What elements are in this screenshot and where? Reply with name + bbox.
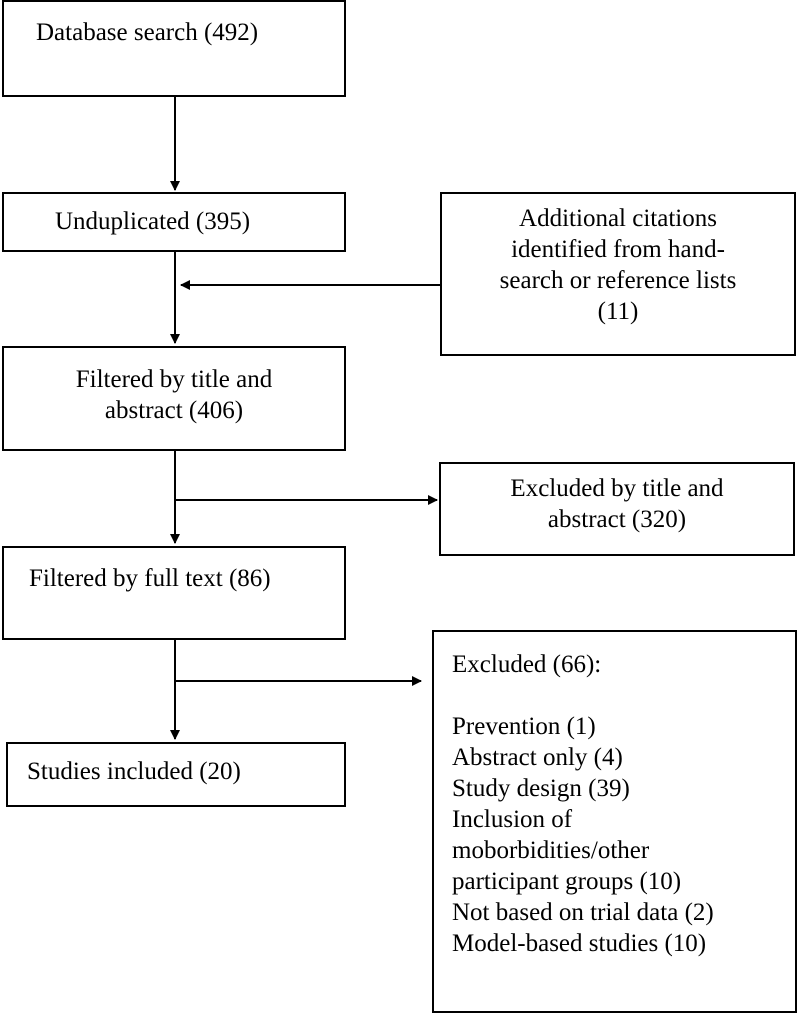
excluded-full-heading: Excluded (66): — [452, 651, 602, 678]
excluded-reason: participant groups (10) — [452, 868, 682, 895]
additional-citations-box — [440, 192, 796, 356]
unduplicated-label: Unduplicated (395) — [55, 208, 251, 235]
additional-line-3: search or reference lists — [499, 267, 737, 294]
database-search-box — [2, 0, 346, 97]
excluded-full-list: Excluded (66): Prevention (1) Abstract o… — [452, 649, 714, 959]
excluded-title-line-2: abstract (320) — [547, 506, 687, 533]
studies-included-box — [6, 742, 346, 807]
filtered-full-label: Filtered by full text (86) — [29, 565, 271, 592]
excluded-reason: Abstract only (4) — [452, 744, 623, 771]
filtered-title-box — [2, 346, 346, 451]
filtered-full-box — [2, 546, 346, 640]
studies-included-label: Studies included (20) — [27, 758, 241, 785]
additional-line-4: (11) — [597, 298, 639, 325]
unduplicated-box — [2, 192, 346, 252]
additional-citations-label: Additional citations identified from han… — [440, 203, 796, 327]
additional-line-2: identified from hand- — [511, 236, 725, 263]
excluded-reason: Not based on trial data (2) — [452, 899, 714, 926]
filtered-title-line-2: abstract (406) — [104, 397, 244, 424]
excluded-reason: Inclusion of — [452, 806, 573, 833]
excluded-title-label: Excluded by title and abstract (320) — [439, 473, 795, 535]
additional-line-1: Additional citations — [519, 205, 717, 232]
excluded-title-line-1: Excluded by title and — [510, 475, 724, 502]
excluded-reason: Model-based studies (10) — [452, 930, 707, 957]
database-search-label: Database search (492) — [36, 19, 259, 46]
excluded-full-box — [432, 630, 797, 1013]
excluded-reason: Study design (39) — [452, 775, 630, 802]
excluded-title-box — [439, 462, 795, 556]
excluded-reason: moborbidities/other — [452, 837, 650, 864]
filtered-title-label: Filtered by title and abstract (406) — [2, 364, 346, 426]
excluded-reason: Prevention (1) — [452, 713, 596, 740]
filtered-title-line-1: Filtered by title and — [75, 366, 273, 393]
